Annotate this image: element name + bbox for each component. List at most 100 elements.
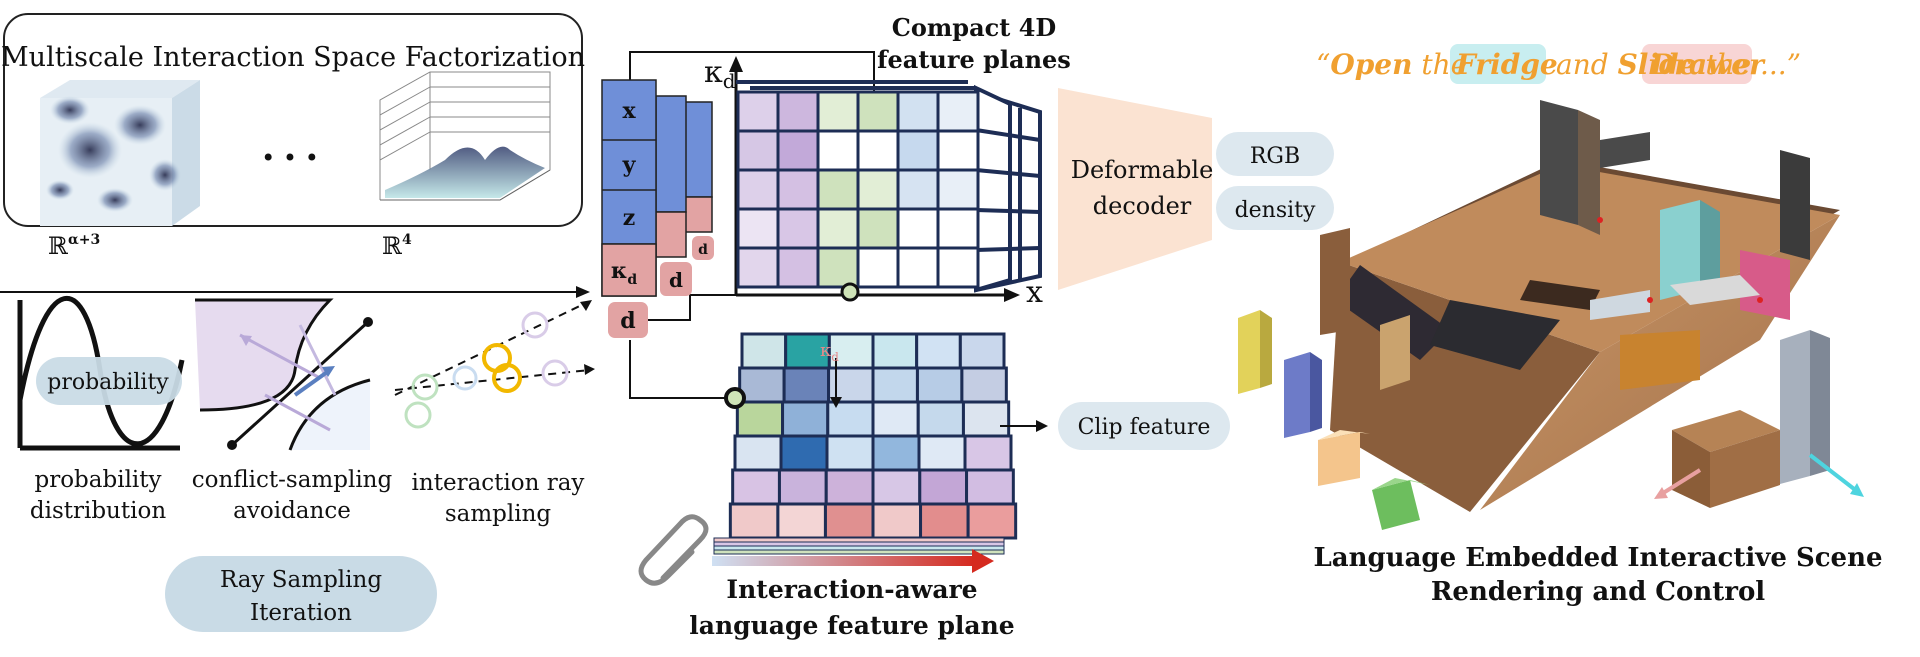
d-block-mid — [660, 262, 692, 296]
kappa-axis-label: κd — [704, 55, 736, 93]
label-interaction-ray-1: interaction ray — [412, 470, 585, 496]
decoder-label-2: decoder — [1093, 192, 1192, 220]
feature-plane-cell — [776, 246, 820, 289]
stack-label-z: z — [623, 205, 636, 231]
feature-plane-cell — [936, 246, 980, 289]
language-plane-cell — [782, 366, 831, 404]
language-plane-cell — [915, 332, 962, 370]
language-plane-cell — [824, 468, 875, 506]
svg-text:“Open the Fridgeand Slide theD: “Open the Fridgeand Slide theDrawer...” — [1316, 48, 1801, 81]
language-plane-cell — [827, 332, 875, 370]
language-plane-cell — [776, 502, 827, 540]
feature-plane-cell — [936, 90, 980, 133]
space-label-alpha: ℝα+3 — [48, 232, 100, 260]
language-plane-cell — [966, 502, 1018, 540]
interaction-ray-plot — [394, 300, 595, 429]
language-plane-cell — [965, 468, 1015, 506]
interactive-scene-illustration — [1320, 100, 1840, 512]
language-plane-cell — [871, 502, 923, 540]
language-plane-cell — [915, 366, 964, 404]
feature-plane-cell — [856, 90, 900, 133]
language-plane-layer — [713, 549, 1005, 555]
feature-plane-grid — [736, 90, 980, 289]
scene-title-1: Language Embedded Interactive Scene — [1313, 543, 1882, 573]
language-plane-title-1: Interaction-aware — [726, 575, 977, 604]
feature-plane-cell — [936, 168, 980, 211]
stack-label-x: x — [622, 98, 636, 124]
sample-point-top — [840, 282, 860, 302]
feature-plane-cell — [776, 207, 820, 250]
language-plane-cell — [740, 332, 788, 370]
svg-text:d: d — [669, 268, 683, 292]
stack-label-kappa: κd — [611, 258, 638, 288]
language-plane-cell — [826, 400, 875, 438]
svg-text:Iteration: Iteration — [250, 600, 352, 626]
plane-stack-perspective — [974, 84, 1042, 293]
space-label-4d: ℝ4 — [382, 232, 412, 260]
nightstand-object — [1318, 430, 1370, 486]
feature-plane-cell — [776, 168, 820, 211]
door-object — [1238, 310, 1272, 394]
language-feature-plane — [713, 332, 1018, 555]
paperclip-icon — [638, 514, 709, 586]
feature-plane-cell — [856, 246, 900, 289]
feature-plane-cell — [896, 90, 940, 133]
label-probability-distribution-2: distribution — [30, 498, 166, 524]
language-plane-cell — [733, 434, 783, 472]
factorized-surface-plot — [379, 71, 551, 201]
language-plane-layer — [713, 541, 1005, 547]
feature-plane-cell — [736, 129, 780, 172]
cabinet-object — [1284, 352, 1322, 438]
language-plane-title-2: language feature plane — [689, 611, 1014, 640]
decoder-label-1: Deformable — [1071, 156, 1214, 184]
density-pill — [1216, 186, 1334, 230]
language-plane-cell — [919, 502, 970, 540]
feature-plane-cell — [896, 168, 940, 211]
language-plane-cell — [781, 400, 830, 438]
language-plane-cell — [871, 366, 919, 404]
green-drawer-object — [1372, 478, 1430, 530]
language-plane-cell — [961, 400, 1011, 438]
language-plane-cell — [777, 468, 828, 506]
feature-plane-cell — [856, 207, 900, 250]
feature-plane-cell — [816, 168, 860, 211]
language-plane-cell — [825, 434, 875, 472]
feature-plane-cell — [736, 90, 780, 133]
sample-point-language — [724, 387, 746, 409]
language-plane-cell — [916, 400, 965, 438]
d-block-small — [692, 236, 714, 260]
fridge-object — [1780, 330, 1864, 497]
x-axis-label: x — [1026, 275, 1043, 310]
language-plane-cell — [963, 434, 1013, 472]
label-conflict-sampling-1: conflict-sampling — [192, 467, 393, 493]
svg-text:Clip feature: Clip feature — [1078, 415, 1211, 440]
language-plane-cell — [871, 468, 922, 506]
feature-plane-cell — [736, 168, 780, 211]
language-plane-layer — [713, 537, 1005, 543]
surface-shape — [385, 146, 545, 198]
language-plane-cell — [738, 366, 786, 404]
svg-text:d: d — [698, 242, 708, 258]
planes-title-2: feature planes — [877, 45, 1071, 74]
svg-text:Ray Sampling: Ray Sampling — [220, 567, 382, 593]
connector-language — [629, 340, 735, 399]
wooden-drawer-object — [1654, 410, 1780, 508]
feature-stack: x y z κd d d d — [601, 79, 714, 338]
planes-title-1: Compact 4D — [892, 13, 1056, 42]
feature-plane-cell — [816, 207, 860, 250]
feature-plane-cell — [816, 246, 860, 289]
feature-plane-cell — [776, 90, 820, 133]
clip-feature-pill — [1058, 402, 1230, 450]
conflict-sampling-plot — [195, 298, 373, 451]
probability-distribution-plot: probability — [17, 295, 185, 451]
language-plane-cell — [918, 468, 969, 506]
language-plane-cell — [823, 502, 875, 540]
language-plane-cell — [731, 468, 781, 506]
feature-plane-cell — [736, 207, 780, 250]
probability-pill — [36, 357, 182, 405]
feature-plane-cell — [896, 246, 940, 289]
svg-text:density: density — [1235, 198, 1316, 223]
scene-quote: “Open the Fridgeand Slide theDrawer...” — [1316, 44, 1801, 84]
svg-text:d: d — [620, 308, 635, 334]
